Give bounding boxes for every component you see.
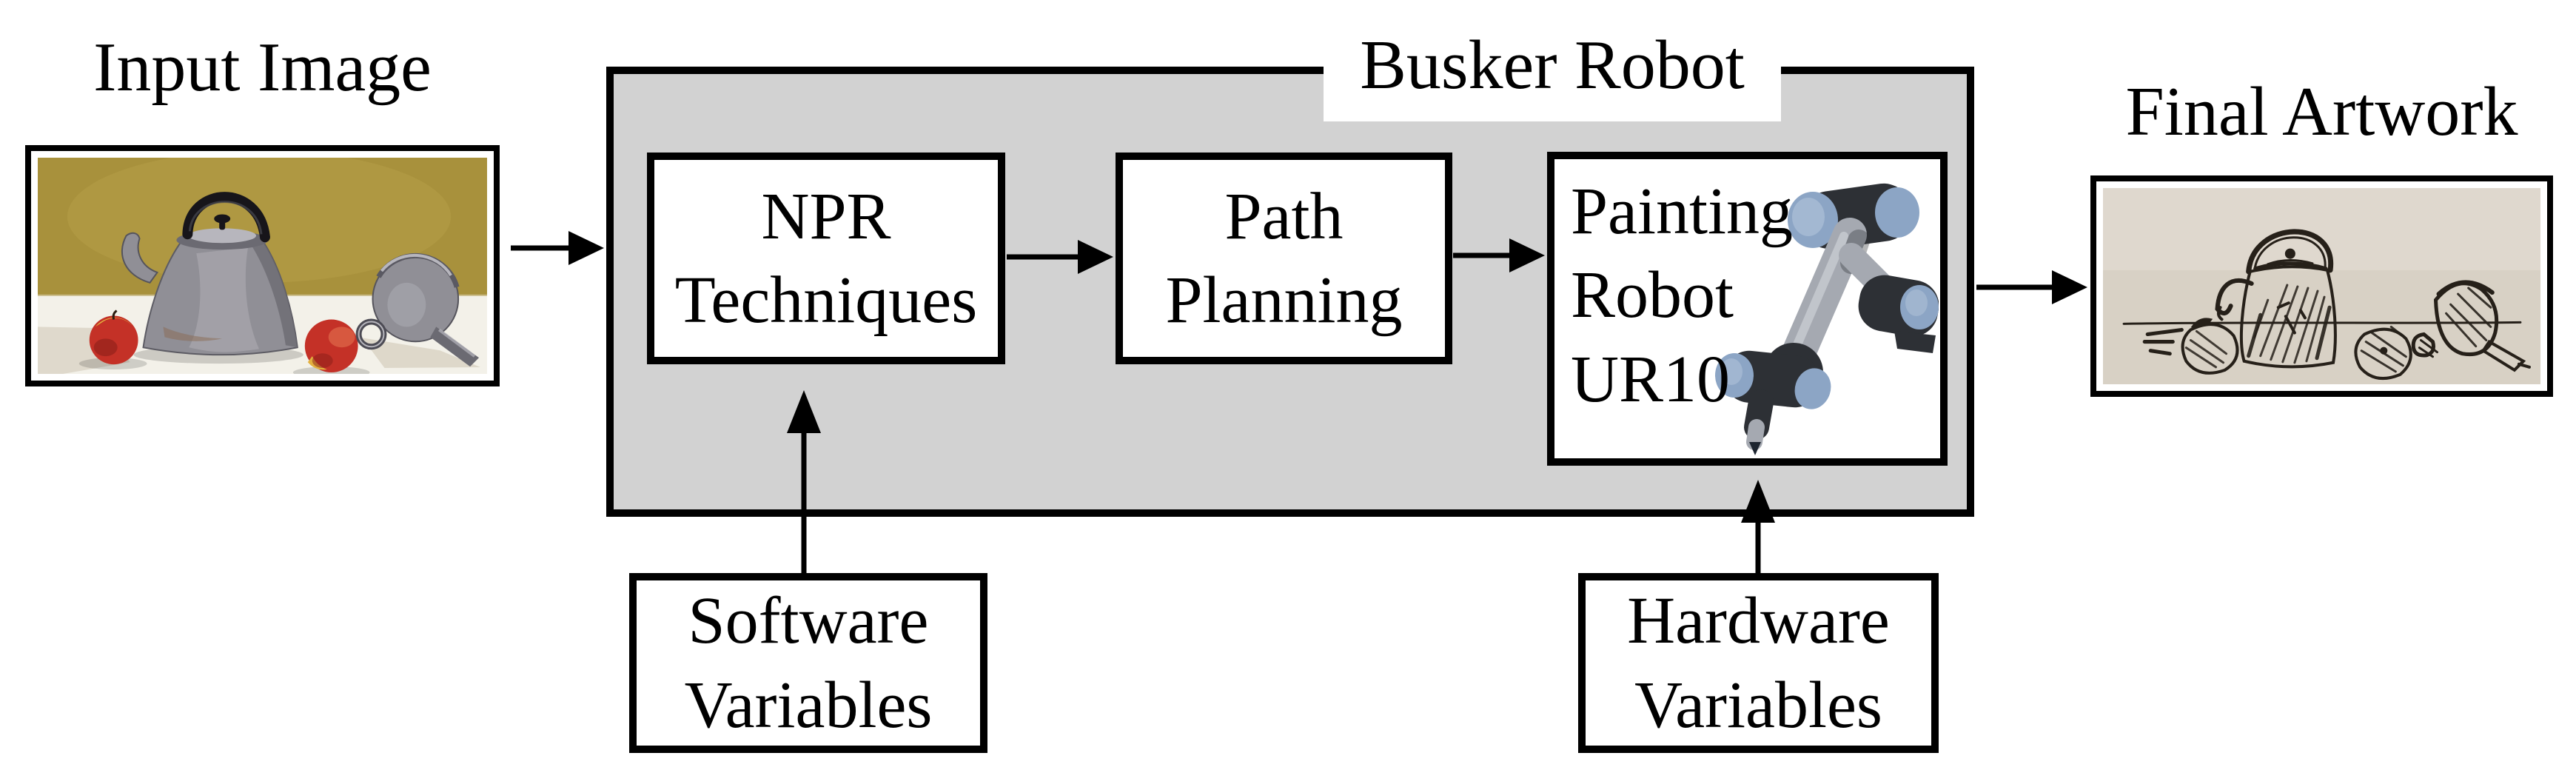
painting-line2: Robot	[1571, 258, 1734, 332]
final-artwork-label: Final Artwork	[2125, 73, 2518, 150]
robot-tool	[1744, 389, 1774, 455]
sketch-paper-light	[2103, 188, 2540, 270]
final-artwork-photo	[2103, 188, 2540, 384]
software-line2: Variables	[684, 668, 933, 742]
sketch-apple-center	[2354, 325, 2412, 381]
robot-left-wrist	[1715, 343, 1831, 409]
ur10-robot-arm-image	[1715, 183, 1939, 455]
painting-line1: Painting	[1571, 175, 1794, 248]
input-image-label: Input Image	[93, 29, 432, 106]
painting-robot-caption: Painting Robot UR10	[1554, 159, 1793, 421]
path-line2: Planning	[1165, 264, 1403, 337]
path-line1: Path	[1224, 179, 1344, 253]
painting-line3: UR10	[1571, 342, 1731, 416]
robot-shoulder	[1788, 183, 1919, 250]
painting-robot-box: Painting Robot UR10	[1547, 152, 1948, 466]
sketch-funnel	[2411, 280, 2531, 372]
arrow-busker-to-artwork	[1976, 270, 2087, 304]
npr-line1: NPR	[761, 179, 891, 253]
input-photo	[38, 158, 487, 374]
sketch-apple-left	[2142, 318, 2239, 375]
arrow-input-to-busker	[511, 231, 604, 265]
path-planning-box: Path Planning	[1116, 153, 1452, 364]
robot-right-wrist	[1839, 243, 1939, 353]
npr-techniques-box: NPR Techniques	[647, 153, 1005, 364]
hardware-line1: Hardware	[1627, 584, 1890, 658]
software-line1: Software	[688, 584, 929, 658]
kettle	[121, 192, 298, 356]
sketch-drawing	[2122, 229, 2531, 381]
final-artwork-frame	[2090, 175, 2553, 397]
hardware-variables-box: Hardware Variables	[1578, 573, 1939, 753]
hardware-line2: Variables	[1634, 668, 1882, 742]
sketch-table-line	[2122, 321, 2522, 325]
apple-right	[304, 319, 358, 373]
npr-line2: Techniques	[674, 264, 978, 337]
apple-left	[89, 309, 138, 365]
input-photo-frame	[25, 145, 500, 386]
funnel	[355, 252, 480, 367]
sketch-kettle	[2215, 229, 2337, 369]
busker-robot-label: Busker Robot	[1324, 9, 1781, 121]
software-variables-box: Software Variables	[629, 573, 987, 753]
